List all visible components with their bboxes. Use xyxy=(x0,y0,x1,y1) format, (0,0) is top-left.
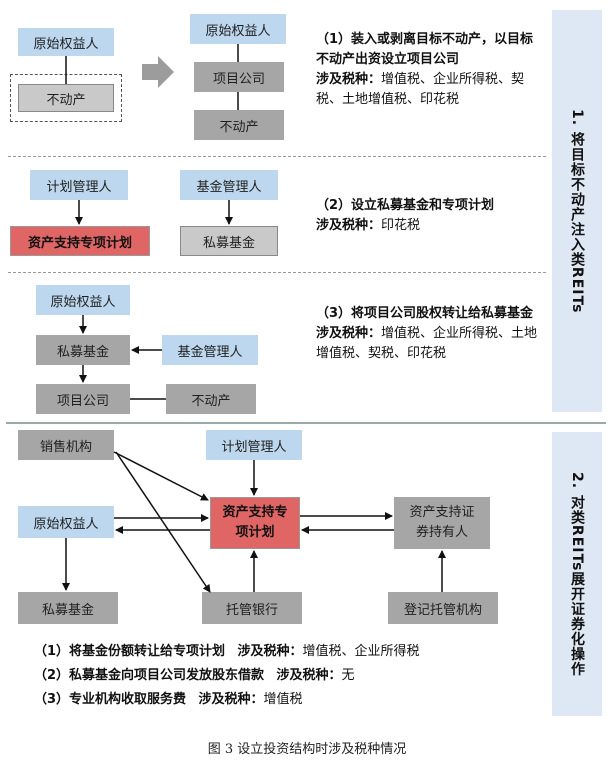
step3-fund-manager-box: 基金管理人 xyxy=(162,335,258,365)
step3-source-box: 原始权益人 xyxy=(36,285,130,315)
bottom-note-2: （2）私募基金向项目公司发放股东借款 涉及税种：无 xyxy=(34,664,354,683)
step3-note-label: 涉及税种： xyxy=(316,326,382,341)
step3-note-taxes: 增值税、企业所得税、土地增值税、契税、印花税 xyxy=(316,326,538,361)
bottom-note-3-label: 涉及税种： xyxy=(198,692,264,707)
step1-note-taxes: 增值税、企业所得税、契税、土地增值税、印花税 xyxy=(316,72,525,107)
step1-left-source-label: 原始权益人 xyxy=(33,36,99,52)
bottom-note-3-title: （3）专业机构收取服务费 xyxy=(34,692,187,707)
step3-private-fund-box: 私募基金 xyxy=(36,335,130,365)
part2-plan-manager-box: 计划管理人 xyxy=(206,430,302,460)
part2-custodian-bank-label: 托管银行 xyxy=(225,602,278,618)
step2-note-label: 涉及税种： xyxy=(316,218,382,233)
step1-company-label: 项目公司 xyxy=(212,71,265,87)
part2-source-label: 原始权益人 xyxy=(33,516,99,532)
bottom-note-1-taxes: 增值税、企业所得税 xyxy=(302,644,420,659)
part2-plan-manager-label: 计划管理人 xyxy=(221,439,287,455)
step2-abs-plan-label: 资产支持专项计划 xyxy=(27,235,132,251)
step2-private-fund-label: 私募基金 xyxy=(202,235,255,251)
step3-property-box: 不动产 xyxy=(166,384,256,414)
part2-holders-box: 资产支持证券持有人 xyxy=(394,497,490,549)
part2-registry-box: 登记托管机构 xyxy=(388,592,498,624)
step1-left-source-box: 原始权益人 xyxy=(18,28,114,56)
sidebar-part1-label: 1. 将目标不动产注入类REITs xyxy=(569,108,585,314)
part-divider xyxy=(6,422,606,424)
step2-plan-manager-label: 计划管理人 xyxy=(46,179,112,195)
step3-property-label: 不动产 xyxy=(191,393,231,409)
transform-arrow-icon xyxy=(142,56,174,88)
step1-right-source-box: 原始权益人 xyxy=(190,14,286,44)
separator-1 xyxy=(8,156,546,157)
step2-note-title: （2）设立私募基金和专项计划 xyxy=(316,198,495,213)
step2-note-taxes: 印花税 xyxy=(381,218,421,233)
sidebar-part1: 1. 将目标不动产注入类REITs xyxy=(552,10,602,412)
step1-property-label: 不动产 xyxy=(219,119,259,135)
part2-registry-label: 登记托管机构 xyxy=(403,602,482,618)
part2-sales-box: 销售机构 xyxy=(18,430,114,460)
step2-abs-plan-box: 资产支持专项计划 xyxy=(10,226,150,256)
part2-private-fund-box: 私募基金 xyxy=(18,592,118,624)
bottom-note-3-taxes: 增值税 xyxy=(263,692,303,707)
step2-fund-manager-box: 基金管理人 xyxy=(180,170,278,200)
step2-private-fund-box: 私募基金 xyxy=(180,226,278,256)
part2-abs-plan-box: 资产支持专项计划 xyxy=(210,497,300,549)
part2-source-box: 原始权益人 xyxy=(18,506,114,538)
step2-note: （2）设立私募基金和专项计划 涉及税种：印花税 xyxy=(316,196,541,236)
bottom-note-1: （1）将基金份额转让给专项计划 涉及税种：增值税、企业所得税 xyxy=(34,640,419,659)
part2-abs-plan-label: 资产支持专项计划 xyxy=(222,505,288,540)
sidebar-part2: 2. 对类REITs展开证券化操作 xyxy=(552,432,602,716)
part2-custodian-bank-box: 托管银行 xyxy=(202,592,302,624)
step2-plan-manager-box: 计划管理人 xyxy=(30,170,128,200)
step2-fund-manager-label: 基金管理人 xyxy=(196,179,262,195)
bottom-note-2-title: （2）私募基金向项目公司发放股东借款 xyxy=(34,668,265,683)
step3-company-label: 项目公司 xyxy=(56,393,109,409)
step3-company-box: 项目公司 xyxy=(36,384,130,414)
sales-to-bank-arrow xyxy=(115,451,211,593)
part2-holders-label: 资产支持证券持有人 xyxy=(409,505,475,540)
step1-left-property-box: 不动产 xyxy=(18,84,114,112)
part2-private-fund-label: 私募基金 xyxy=(41,602,94,618)
step1-company-box: 项目公司 xyxy=(194,62,284,92)
step1-right-source-label: 原始权益人 xyxy=(205,23,271,39)
separator-2 xyxy=(8,272,546,273)
step3-note-title: （3）将项目公司股权转让给私募基金 xyxy=(316,306,534,321)
sidebar-part2-label: 2. 对类REITs展开证券化操作 xyxy=(569,471,585,677)
bottom-note-2-label: 涉及税种： xyxy=(276,668,342,683)
bottom-note-1-label: 涉及税种： xyxy=(237,644,303,659)
bottom-note-2-taxes: 无 xyxy=(341,668,355,683)
step1-property-box: 不动产 xyxy=(194,110,284,140)
sales-to-plan-arrow xyxy=(113,451,209,501)
bottom-note-3: （3）专业机构收取服务费 涉及税种：增值税 xyxy=(34,688,302,707)
step1-note-label: 涉及税种： xyxy=(316,72,382,87)
step3-fund-manager-label: 基金管理人 xyxy=(177,344,243,360)
step3-source-label: 原始权益人 xyxy=(50,294,116,310)
step3-private-fund-label: 私募基金 xyxy=(56,344,109,360)
bottom-note-1-title: （1）将基金份额转让给专项计划 xyxy=(34,644,226,659)
step1-left-property-label: 不动产 xyxy=(46,92,86,108)
step1-note: （1）装入或剥离目标不动产，以目标不动产出资设立项目公司 涉及税种：增值税、企业… xyxy=(316,30,541,110)
step1-note-title: （1）装入或剥离目标不动产，以目标不动产出资设立项目公司 xyxy=(316,32,534,67)
figure-caption: 图 3 设立投资结构时涉及税种情况 xyxy=(207,742,407,757)
part2-sales-label: 销售机构 xyxy=(39,439,92,455)
step3-note: （3）将项目公司股权转让给私募基金 涉及税种：增值税、企业所得税、土地增值税、契… xyxy=(316,304,541,364)
